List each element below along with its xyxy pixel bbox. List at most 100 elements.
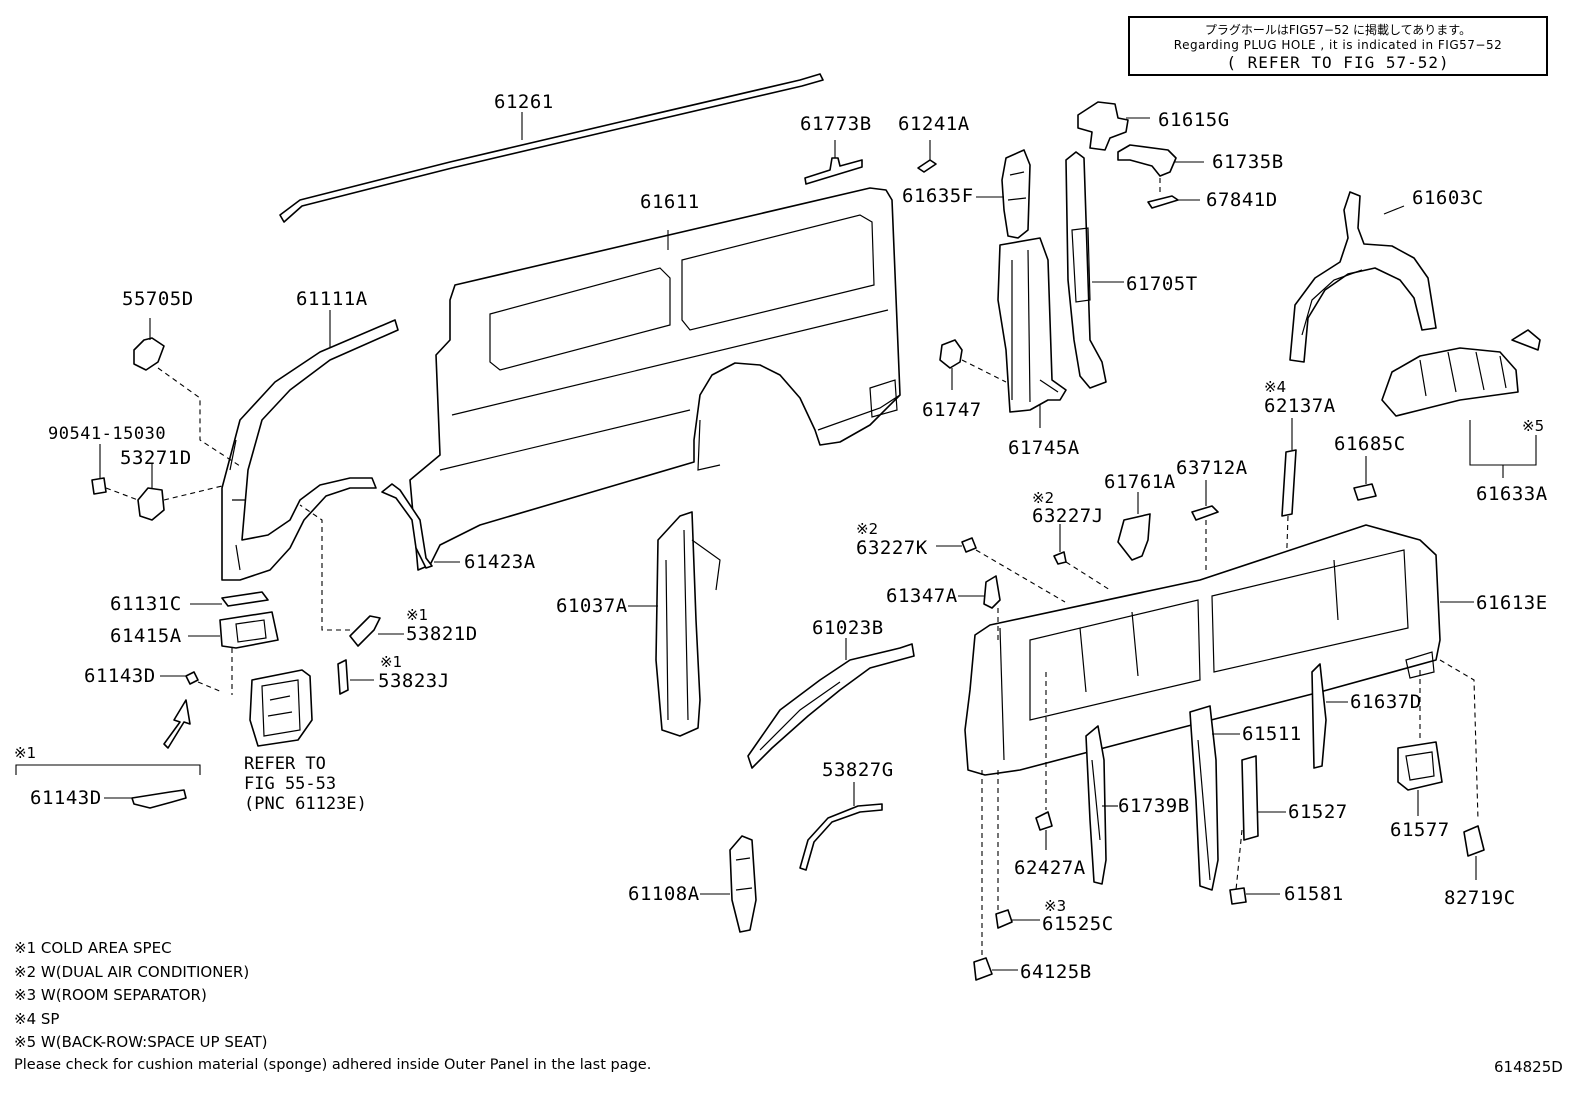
part-61347A-drawing [958, 575, 1001, 640]
label-61527: 61527 [1288, 801, 1348, 823]
label-61143D-b: 61143D [30, 787, 102, 809]
label-61581: 61581 [1284, 883, 1344, 905]
note-line-english: Regarding PLUG HOLE , it is indicated in… [1173, 38, 1503, 52]
part-61423A-drawing [381, 483, 460, 569]
part-61739B-drawing [1085, 725, 1118, 885]
part-82719C-drawing [1463, 825, 1485, 880]
part-61633A-drawing [1381, 329, 1541, 478]
label-61423A: 61423A [464, 551, 536, 573]
part-61613E-drawing [964, 524, 1479, 821]
label-63227K: 63227K [856, 537, 928, 559]
label-61241A: 61241A [898, 113, 970, 135]
label-53821D: 53821D [406, 623, 478, 645]
part-61577-drawing [1397, 741, 1443, 816]
part-61581-drawing [1229, 887, 1280, 905]
part-61735B-drawing [1117, 144, 1204, 196]
part-63712A-drawing [1191, 480, 1219, 570]
part-61143D-b-drawing [15, 764, 201, 809]
legend-item-3: ※3 W(ROOM SEPARATOR) [14, 986, 207, 1004]
label-61347A: 61347A [886, 585, 958, 607]
part-64125B-drawing [973, 770, 1018, 981]
part-61525C-drawing [995, 770, 1040, 929]
reference-note-box: プラグホールはFIG57−52 に掲載してあります。 Regarding PLU… [1128, 16, 1548, 76]
label-62137A: 62137A [1264, 395, 1336, 417]
part-53823J-drawing [337, 659, 374, 695]
label-82719C: 82719C [1444, 887, 1516, 909]
mark-1c: ※1 [14, 744, 36, 762]
mark-4: ※4 [1264, 378, 1286, 396]
part-61611-drawing [409, 187, 901, 571]
label-61637D: 61637D [1350, 691, 1422, 713]
part-61143D-drawing [160, 671, 223, 693]
label-61685C: 61685C [1334, 433, 1406, 455]
part-62427A-drawing [1035, 811, 1053, 850]
label-61131C: 61131C [110, 593, 182, 615]
label-61037A: 61037A [556, 595, 628, 617]
part-61415A-drawing [188, 611, 279, 695]
part-61635F-drawing [976, 149, 1031, 239]
label-61635F: 61635F [902, 185, 974, 207]
label-55705D: 55705D [122, 288, 194, 310]
mark-1a: ※1 [406, 606, 428, 624]
part-61527-drawing [1235, 755, 1286, 891]
refer-to-fig-note: REFER TO FIG 55-53 (PNC 61123E) [244, 754, 367, 814]
label-61613E: 61613E [1476, 592, 1548, 614]
label-61633A: 61633A [1476, 483, 1548, 505]
label-61747: 61747 [922, 399, 982, 421]
label-61745A: 61745A [1008, 437, 1080, 459]
label-61603C: 61603C [1412, 187, 1484, 209]
part-53827G-drawing [799, 782, 883, 871]
part-67841D-drawing [1147, 195, 1200, 209]
part-63227J-drawing [1053, 524, 1111, 591]
label-61023B: 61023B [812, 617, 884, 639]
label-53827G: 53827G [822, 759, 894, 781]
part-61615G-drawing [1077, 101, 1150, 151]
part-61747-drawing [939, 339, 1007, 390]
part-61705T-drawing [1065, 151, 1124, 389]
part-61511-drawing [1189, 705, 1240, 891]
note-line-japanese: プラグホールはFIG57−52 に掲載してあります。 [1204, 23, 1472, 37]
legend-item-2: ※2 W(DUAL AIR CONDITIONER) [14, 962, 250, 981]
part-61241A-drawing [917, 140, 937, 173]
label-61143D: 61143D [84, 665, 156, 687]
legend-item-1: ※1 COLD AREA SPEC [14, 939, 172, 957]
mark-3: ※3 [1044, 897, 1066, 915]
part-61111A-drawing [221, 310, 399, 581]
direction-arrow [163, 699, 191, 749]
mark-5: ※5 [1522, 417, 1544, 435]
part-61761A-drawing [1117, 492, 1151, 561]
label-63227J: 63227J [1032, 505, 1104, 527]
label-90541-15030: 90541-15030 [48, 424, 166, 444]
part-53271D-drawing [137, 464, 223, 521]
label-64125B: 64125B [1020, 961, 1092, 983]
part-53821D-drawing [299, 504, 404, 647]
part-61745A-drawing [997, 237, 1067, 428]
door-lock-assembly-drawing [249, 669, 313, 747]
label-61611: 61611 [640, 191, 700, 213]
part-61023B-drawing [747, 638, 915, 769]
label-61615G: 61615G [1158, 109, 1230, 131]
mark-1b: ※1 [380, 653, 402, 671]
part-61773B-drawing [804, 140, 863, 185]
part-61131C-drawing [190, 591, 269, 607]
legend-item-4: ※4 SP [14, 1009, 60, 1028]
label-61773B: 61773B [800, 113, 872, 135]
label-61761A: 61761A [1104, 471, 1176, 493]
label-67841D: 67841D [1206, 189, 1278, 211]
part-63227K-drawing [936, 537, 1066, 603]
note-line-refer: ( REFER TO FIG 57-52) [1226, 53, 1450, 72]
label-61577: 61577 [1390, 819, 1450, 841]
label-53823J: 53823J [378, 670, 450, 692]
label-61705T: 61705T [1126, 273, 1198, 295]
part-61603C-drawing [1289, 191, 1437, 363]
part-61685C-drawing [1353, 456, 1377, 501]
mark-2b: ※2 [856, 520, 878, 538]
part-90541-drawing [91, 444, 139, 501]
part-61261-drawing [279, 73, 824, 223]
label-61415A: 61415A [110, 625, 182, 647]
mark-2a: ※2 [1032, 489, 1054, 507]
label-61511: 61511 [1242, 723, 1302, 745]
label-62427A: 62427A [1014, 857, 1086, 879]
figure-code: 614825D [1494, 1058, 1563, 1076]
